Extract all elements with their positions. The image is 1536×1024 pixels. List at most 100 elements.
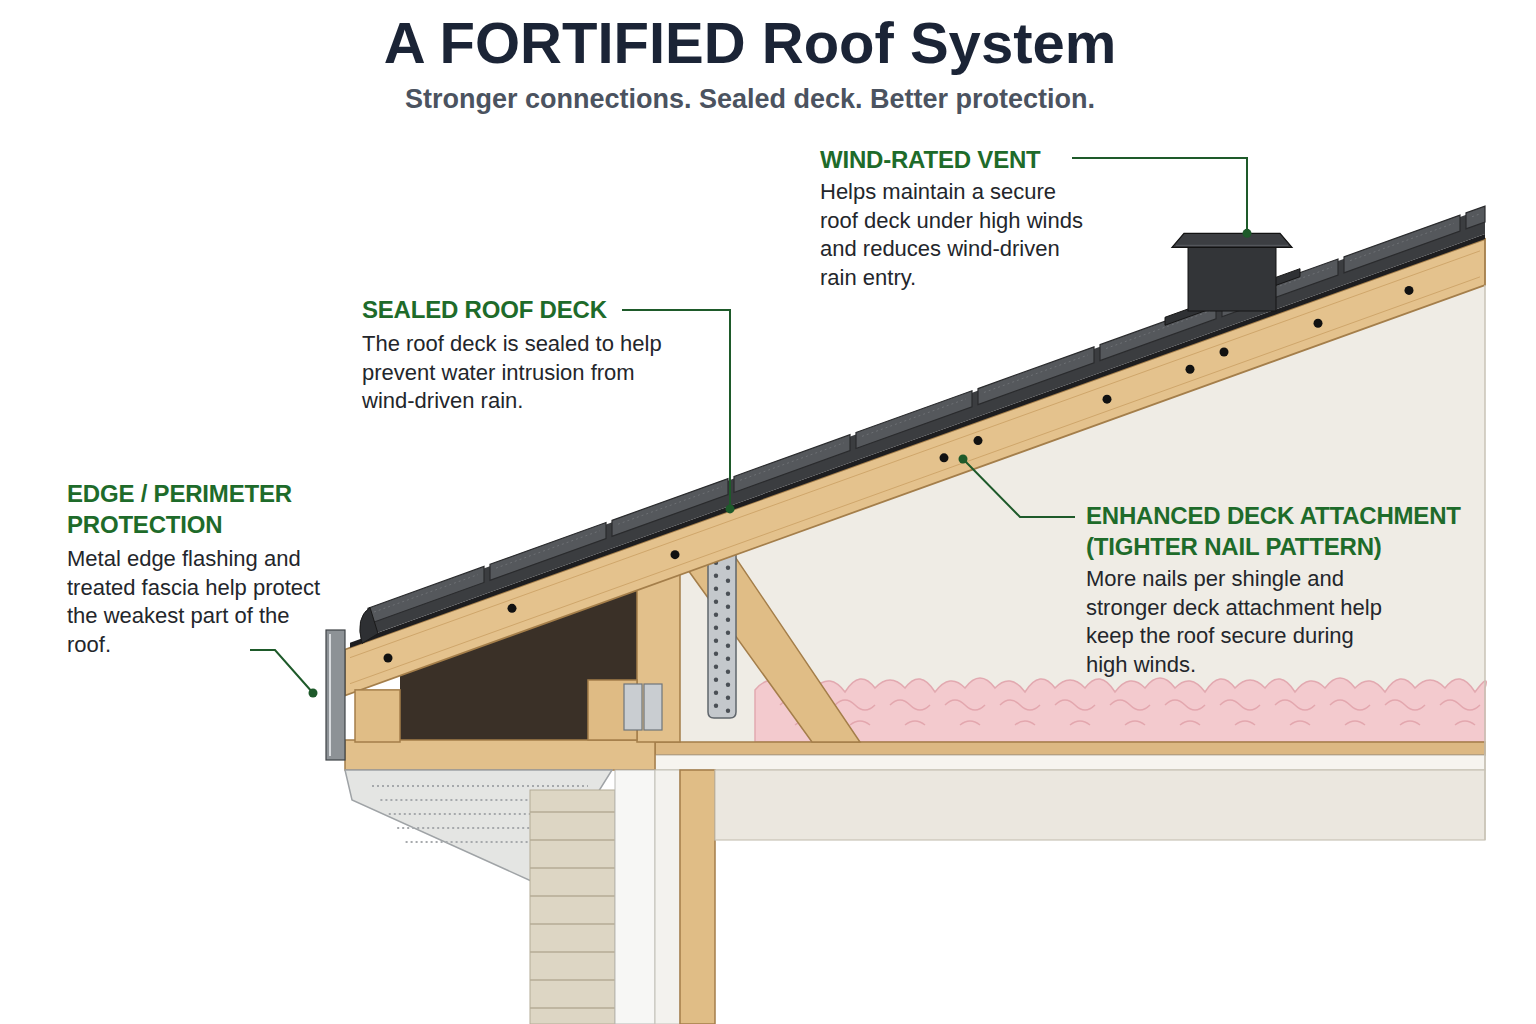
strap-hole xyxy=(714,691,718,695)
metal-clip xyxy=(644,684,662,730)
section-edge xyxy=(1484,285,1486,840)
metal-edge-flashing xyxy=(326,630,345,760)
siding xyxy=(530,790,615,1024)
siding-line xyxy=(530,923,615,925)
deck-nail xyxy=(508,604,517,613)
drip-edge xyxy=(360,607,378,643)
callout-heading: EDGE / PERIMETER PROTECTION xyxy=(67,478,347,540)
shingle-texture xyxy=(984,355,1088,392)
diagram-subtitle: Stronger connections. Sealed deck. Bette… xyxy=(0,82,1500,116)
strap-hole xyxy=(726,670,730,674)
strap-hole xyxy=(726,696,730,700)
strap-hole xyxy=(714,626,718,630)
insulation-texture xyxy=(1275,700,1315,725)
siding-line xyxy=(530,1007,615,1009)
shingle-tab xyxy=(1344,215,1460,273)
siding-line xyxy=(530,895,615,897)
shingle-texture xyxy=(496,531,600,568)
strap-hole xyxy=(726,592,730,596)
shingle-texture xyxy=(862,399,966,436)
strap-hole xyxy=(714,678,718,682)
strap-hole xyxy=(726,709,730,713)
leader-dot xyxy=(309,689,318,698)
vent-body xyxy=(1188,245,1276,311)
flashing-highlight xyxy=(329,634,331,756)
insulation-texture xyxy=(1000,700,1040,725)
siding-line xyxy=(530,979,615,981)
deck-nail xyxy=(1186,365,1195,374)
strap-hole xyxy=(714,600,718,604)
insulation xyxy=(755,678,1486,742)
siding-line xyxy=(530,811,615,813)
callout-heading: WIND-RATED VENT xyxy=(820,144,1120,175)
strap-hole xyxy=(714,665,718,669)
deck-nail xyxy=(1103,395,1112,404)
callout-text: Metal edge flashing and treated fascia h… xyxy=(67,545,323,659)
wall-sheathing xyxy=(655,770,680,1024)
rafter xyxy=(345,239,1485,695)
corner-trim xyxy=(615,770,655,1024)
shingle-tab xyxy=(1466,206,1485,229)
drywall xyxy=(655,755,1485,770)
insulation-texture xyxy=(1440,700,1480,725)
shingle-texture xyxy=(740,443,844,480)
insulation-texture xyxy=(1055,700,1095,725)
ceiling-joist xyxy=(655,742,1485,755)
siding-line xyxy=(530,951,615,953)
strap-hole xyxy=(726,683,730,687)
deck-nail xyxy=(940,453,949,462)
strap-hole xyxy=(714,639,718,643)
leader-line xyxy=(963,459,1075,517)
strap-hole xyxy=(714,574,718,578)
top-plate xyxy=(345,740,655,770)
deck-nail xyxy=(671,550,680,559)
soffit-vent-holes xyxy=(372,785,588,787)
strap-hole xyxy=(726,631,730,635)
vertical-post xyxy=(637,573,680,742)
shingle-texture xyxy=(618,487,722,524)
insulation-texture xyxy=(1330,700,1370,725)
wood-grain xyxy=(350,277,1480,684)
shingle-texture xyxy=(1350,223,1454,260)
strap-hole xyxy=(714,704,718,708)
strap-hole xyxy=(726,644,730,648)
deck-nail xyxy=(974,436,983,445)
shingle-texture xyxy=(1472,214,1479,217)
deck-nail xyxy=(384,654,393,663)
insulation-texture xyxy=(1220,700,1260,725)
insulation-texture xyxy=(890,700,930,725)
wall-stud xyxy=(680,770,715,1024)
strap-hole xyxy=(714,613,718,617)
leader-line xyxy=(1072,158,1247,233)
strap-hole xyxy=(714,652,718,656)
leader-dot xyxy=(959,455,968,464)
metal-clip xyxy=(624,684,642,730)
insulation-texture xyxy=(1385,700,1425,725)
shingle-tab xyxy=(368,566,484,624)
siding-line xyxy=(530,839,615,841)
diagram-title: A FORTIFIED Roof System xyxy=(0,8,1500,78)
strap-hole xyxy=(726,657,730,661)
deck-nail xyxy=(1405,286,1414,295)
callout-text: More nails per shingle and stronger deck… xyxy=(1086,565,1386,679)
leader-dot xyxy=(1243,229,1252,238)
strap-hole xyxy=(726,579,730,583)
strap-hole xyxy=(726,618,730,622)
leader-line xyxy=(250,650,313,693)
shingle-tab xyxy=(978,347,1094,405)
callout-heading: SEALED ROOF DECK xyxy=(362,294,662,325)
strap-hole xyxy=(726,566,730,570)
callout-text: Helps maintain a secure roof deck under … xyxy=(820,178,1085,292)
deck-nail xyxy=(1220,348,1229,357)
vent-cap xyxy=(1172,233,1292,247)
deck-nail xyxy=(1314,319,1323,328)
illustration-group xyxy=(326,206,1486,1024)
vent-highlight xyxy=(1176,245,1288,246)
callout-heading: ENHANCED DECK ATTACHMENT (TIGHTER NAIL P… xyxy=(1086,500,1486,562)
insulation-texture xyxy=(1165,700,1205,725)
strap-hole xyxy=(726,605,730,609)
interior-ceiling xyxy=(715,770,1485,840)
callout-text: The roof deck is sealed to help prevent … xyxy=(362,330,662,416)
strap-hole xyxy=(714,587,718,591)
